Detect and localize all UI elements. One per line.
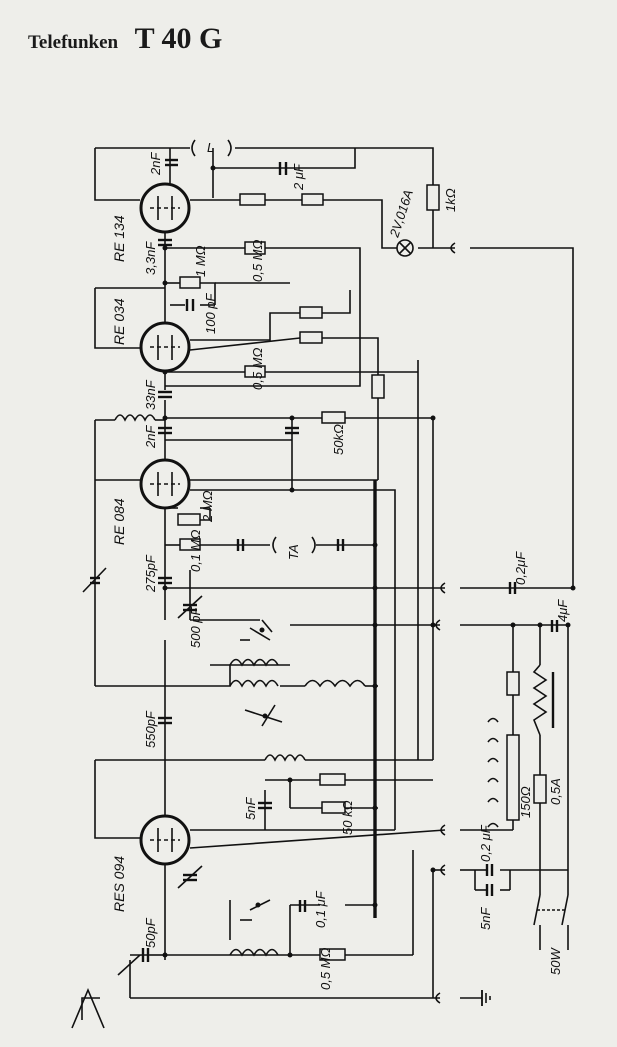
tube-re034: [139, 321, 191, 373]
label-cap-5nf-a: 5nF: [243, 797, 258, 820]
model-title: T 40 G: [134, 22, 223, 55]
band-switches: [240, 619, 283, 921]
label-cap-275p: 275pF: [143, 554, 158, 593]
sockets: [435, 242, 499, 1004]
capacitors: [141, 158, 559, 962]
coils: [114, 139, 366, 957]
pilot-lamp: [396, 239, 414, 257]
mains-switch: [533, 894, 569, 926]
label-res-05m-b: 0,5 MΩ: [250, 347, 265, 390]
label-res-2m: 2 MΩ: [200, 490, 215, 523]
tube-label-re034: RE 034: [111, 298, 127, 345]
resistors: [177, 184, 547, 961]
label-cap-2uf: 2 μF: [291, 163, 306, 191]
label-cap-4uf: 4μF: [555, 599, 570, 622]
tube-label-re134: RE 134: [111, 215, 127, 262]
label-res-05m-a: 0,5 MΩ: [250, 239, 265, 282]
label-cap-02uf-b: 0,2 μF: [478, 824, 493, 862]
tube-re134: [139, 182, 191, 234]
label-cap-50p: 50pF: [143, 917, 158, 948]
antenna: [71, 987, 105, 1029]
label-coil-l: L: [207, 140, 214, 155]
label-cap-3n3: 3,3nF: [143, 241, 158, 275]
tube-label-res094: RES 094: [111, 856, 127, 912]
label-cap-500p: 500 pF: [188, 606, 203, 648]
label-cap-01uf: 0,1 μF: [313, 890, 328, 928]
label-res-150: 150Ω: [518, 786, 533, 818]
ground-symbol: [481, 990, 491, 1006]
label-res-01m: 0,1 MΩ: [188, 529, 203, 572]
label-cap-550p: 550pF: [143, 710, 158, 748]
label-res-50k-b: 50 kΩ: [340, 800, 355, 835]
heater-resistor: [532, 664, 555, 736]
label-fuse: 0,5A: [548, 778, 563, 805]
brand-title: Telefunken: [28, 32, 119, 53]
label-cap-top-2nf: 2nF: [148, 152, 163, 176]
label-cap-5nf-b: 5nF: [478, 907, 493, 930]
tube-label-re084: RE 084: [111, 498, 127, 545]
label-lamp: 2V,016A: [386, 188, 416, 240]
label-res-1m: 1 MΩ: [193, 245, 208, 277]
label-res-1k: 1kΩ: [443, 188, 458, 212]
label-cap-2nf-b: 2nF: [143, 425, 158, 449]
tube-re084: [139, 458, 191, 510]
schematic-header: Telefunken T 40 G: [28, 22, 222, 56]
variable-capacitors: [82, 567, 203, 976]
label-res-50k-a: 50kΩ: [331, 424, 346, 455]
label-power-50w: 50W: [548, 947, 563, 975]
tube-res094: [139, 814, 191, 866]
junctions: [162, 165, 576, 958]
label-cap-100p: 100 pF: [203, 292, 218, 334]
label-res-05m-c: 0,5 MΩ: [318, 947, 333, 990]
label-cap-33n: 33nF: [143, 379, 158, 410]
label-cap-02uf: 0,2μF: [513, 551, 528, 585]
label-ta: TA: [286, 544, 301, 560]
